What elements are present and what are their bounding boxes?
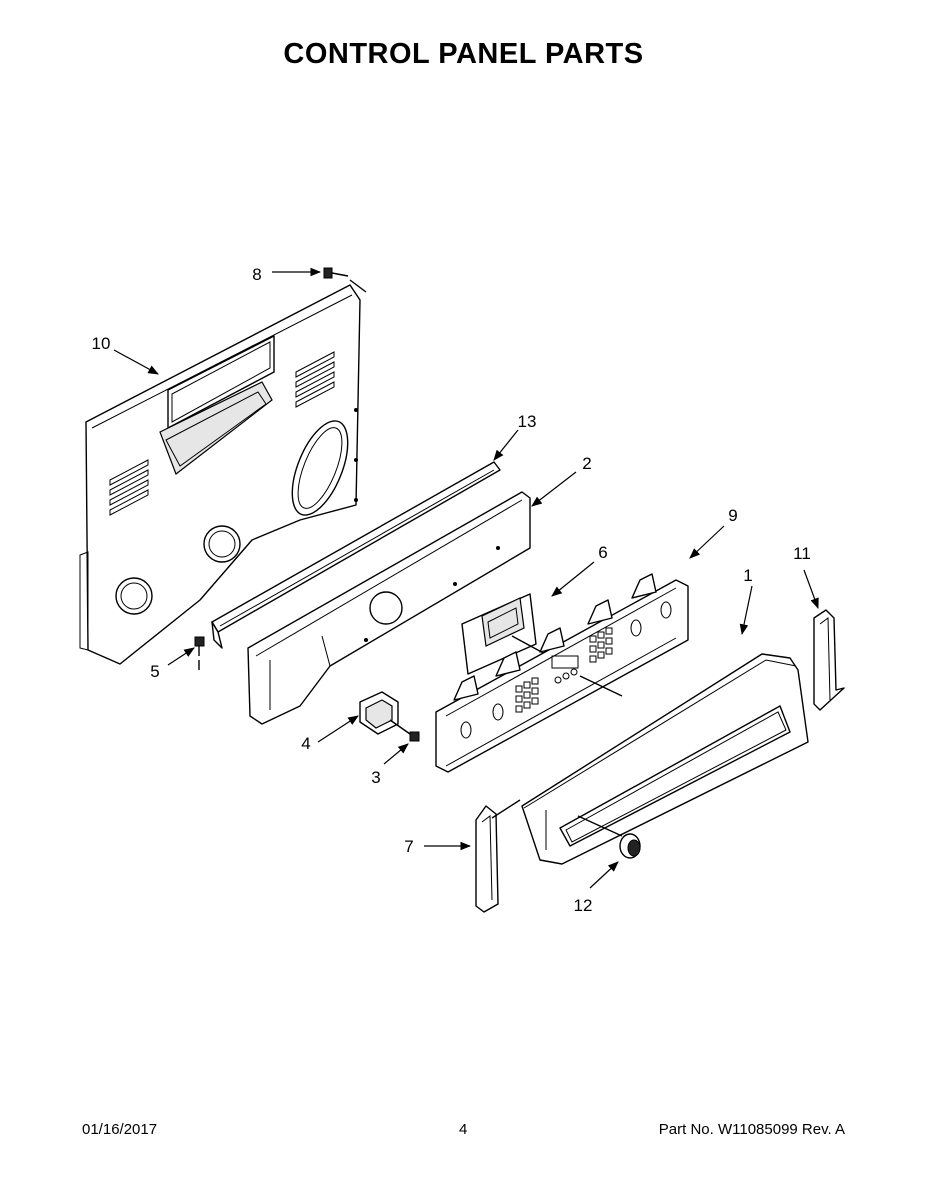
footer-page-number: 4 bbox=[459, 1121, 468, 1138]
callout-8: 8 bbox=[252, 265, 261, 284]
callout-3: 3 bbox=[371, 768, 380, 787]
part-9-control-panel bbox=[435, 573, 689, 773]
callout-5: 5 bbox=[150, 662, 159, 681]
part-6-electronic-control bbox=[461, 593, 561, 675]
callout-7: 7 bbox=[404, 837, 413, 856]
callout-10: 10 bbox=[92, 334, 111, 353]
part-8-screw bbox=[323, 267, 367, 293]
callout-1: 1 bbox=[743, 566, 752, 585]
part-10-rear-panel bbox=[79, 284, 361, 665]
callout-12: 12 bbox=[574, 896, 593, 915]
part-7-end-cap-left bbox=[475, 799, 521, 913]
part-4-switch bbox=[359, 691, 399, 735]
part-5-screw bbox=[194, 636, 205, 670]
callout-13: 13 bbox=[518, 412, 537, 431]
callout-6: 6 bbox=[598, 543, 607, 562]
part-12-knob bbox=[619, 833, 641, 859]
part-3-screw bbox=[389, 719, 420, 742]
part-1-panel-trim bbox=[521, 653, 809, 865]
footer-part-number: Part No. W11085099 Rev. A bbox=[658, 1121, 845, 1138]
callout-arrows bbox=[113, 267, 819, 889]
callout-labels: 1 2 3 4 5 6 7 8 9 10 11 12 13 bbox=[92, 265, 811, 915]
part-13-mounting-strip bbox=[211, 461, 501, 649]
callout-2: 2 bbox=[582, 454, 591, 473]
page-title: CONTROL PANEL PARTS bbox=[283, 38, 644, 70]
callout-11: 11 bbox=[793, 544, 811, 563]
footer-date: 01/16/2017 bbox=[82, 1121, 158, 1138]
part-11-end-cap-right bbox=[813, 609, 845, 711]
part-2-bracket bbox=[247, 491, 531, 725]
callout-4: 4 bbox=[301, 734, 310, 753]
callout-9: 9 bbox=[728, 506, 737, 525]
